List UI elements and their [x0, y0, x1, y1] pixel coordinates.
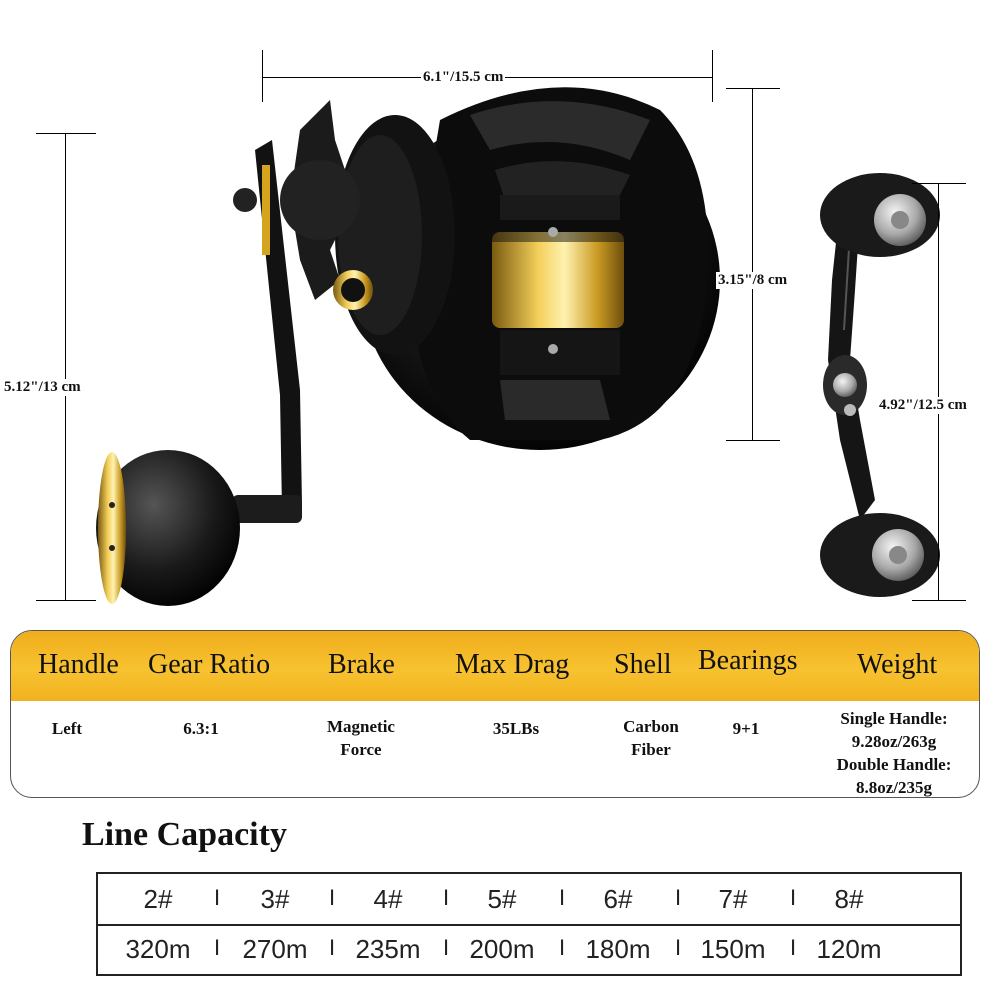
- value-weight-line1: Single Handle:: [840, 709, 948, 728]
- size-separator: I: [675, 885, 682, 910]
- header-handle: Handle: [38, 649, 119, 680]
- size-cell: 3#: [260, 884, 290, 914]
- reel-body: [335, 87, 720, 450]
- value-handle: Left: [51, 719, 83, 738]
- value-gear-ratio: 6.3:1: [183, 719, 219, 738]
- size-cell: 2#: [143, 884, 173, 914]
- length-cell: 270m: [242, 934, 308, 964]
- value-brake: Magnetic Force: [311, 715, 411, 761]
- length-separator: I: [443, 935, 450, 960]
- value-weight-line3: Double Handle:: [836, 755, 952, 774]
- spool-height-tick-bottom: [726, 440, 780, 441]
- length-separator: I: [790, 935, 797, 960]
- height-label: 5.12"/13 cm: [2, 379, 83, 396]
- width-label: 6.1"/15.5 cm: [421, 69, 506, 86]
- size-cell: 5#: [487, 884, 517, 914]
- length-separator: I: [559, 935, 566, 960]
- size-cell: 4#: [373, 884, 403, 914]
- line-capacity-title: Line Capacity: [82, 816, 287, 853]
- handle-length-line: [938, 183, 939, 600]
- star-drag: [280, 100, 373, 310]
- height-tick-bottom: [36, 600, 96, 601]
- spool-height-tick-top: [726, 88, 780, 89]
- value-shell-line2: Fiber: [631, 740, 671, 759]
- size-cell: 8#: [834, 884, 864, 914]
- value-brake-line2: Force: [340, 740, 382, 759]
- size-separator: I: [559, 885, 566, 910]
- value-weight-line4: 8.8oz/235g: [855, 778, 933, 797]
- value-max-drag: 35LBs: [492, 719, 540, 738]
- length-cell: 120m: [816, 934, 882, 964]
- value-bearings: 9+1: [732, 719, 760, 738]
- handle-length-tick-top: [912, 183, 966, 184]
- specs-header-row: Handle Gear Ratio Brake Max Drag Shell B…: [11, 631, 979, 701]
- handle-length-tick-bottom: [912, 600, 966, 601]
- value-brake-line1: Magnetic: [327, 717, 395, 736]
- handle-length-label: 4.92"/12.5 cm: [877, 397, 969, 414]
- spool-height-line: [752, 88, 753, 440]
- height-line: [65, 133, 66, 600]
- length-cell: 320m: [125, 934, 191, 964]
- header-shell: Shell: [614, 649, 672, 680]
- value-shell: Carbon Fiber: [601, 715, 701, 761]
- width-tick-right: [712, 50, 713, 102]
- spool-height-label: 3.15"/8 cm: [716, 272, 790, 289]
- length-separator: I: [329, 935, 336, 960]
- length-separator: I: [214, 935, 221, 960]
- header-bearings: Bearings: [698, 645, 798, 676]
- size-cell: 6#: [603, 884, 633, 914]
- header-max-drag: Max Drag: [455, 649, 570, 680]
- line-capacity-table: 2# 3# 4# 5# 6# 7# 8# I I I I I I 320m 27…: [96, 872, 962, 976]
- size-separator: I: [214, 885, 221, 910]
- size-separator: I: [329, 885, 336, 910]
- length-cell: 200m: [469, 934, 535, 964]
- size-separator: I: [443, 885, 450, 910]
- size-cell: 7#: [718, 884, 748, 914]
- height-tick-top: [36, 133, 96, 134]
- width-tick-left: [262, 50, 263, 102]
- size-separator: I: [790, 885, 797, 910]
- length-cell: 235m: [355, 934, 421, 964]
- specs-table: Handle Gear Ratio Brake Max Drag Shell B…: [10, 630, 980, 798]
- reel-product-image: [96, 87, 940, 606]
- value-weight: Single Handle: 9.28oz/263g Double Handle…: [819, 707, 969, 797]
- value-weight-line2: 9.28oz/263g: [851, 732, 937, 751]
- line-capacity-divider: [98, 924, 960, 926]
- header-brake: Brake: [328, 649, 395, 680]
- spare-double-handle: [820, 173, 940, 597]
- header-gear-ratio: Gear Ratio: [148, 649, 271, 680]
- value-shell-line1: Carbon: [623, 717, 679, 736]
- spool-gold: [492, 232, 624, 328]
- header-weight: Weight: [857, 649, 938, 680]
- handle-arm: [96, 140, 302, 606]
- length-cell: 180m: [585, 934, 651, 964]
- length-separator: I: [675, 935, 682, 960]
- length-cell: 150m: [700, 934, 766, 964]
